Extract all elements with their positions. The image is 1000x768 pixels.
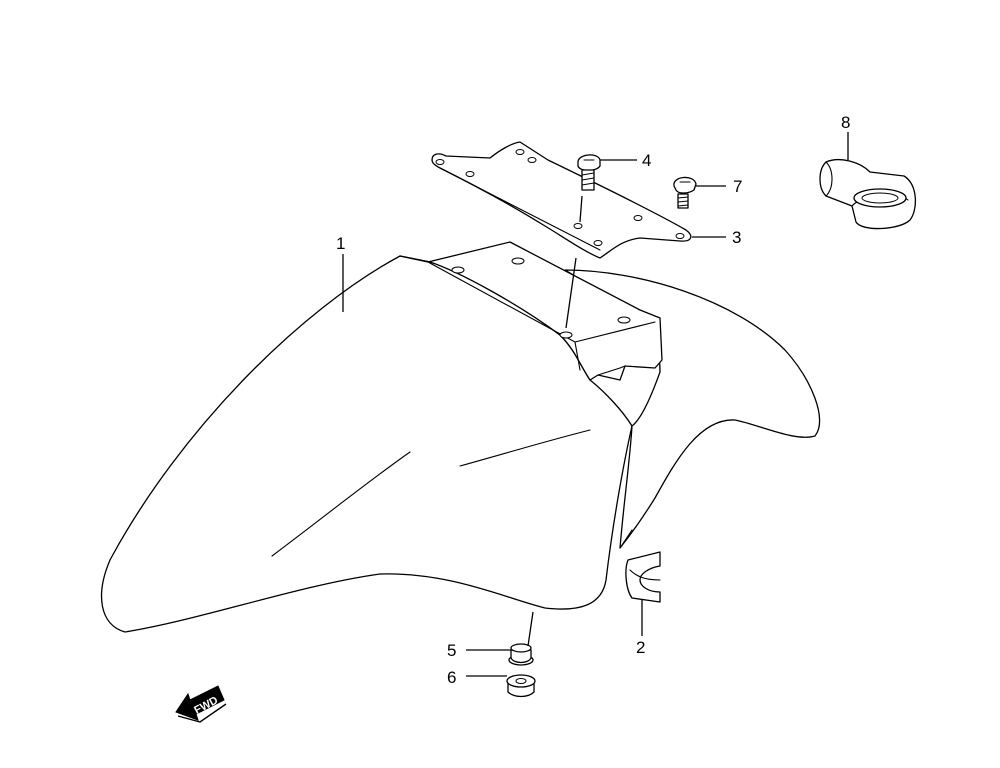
bolt-part-4 [577,154,601,191]
forward-arrow-icon: FWD [175,685,227,723]
callout-label-6: 6 [447,668,456,687]
callout-label-2: 2 [636,638,645,657]
assembly-line-4-3 [579,195,583,223]
leader-lines [342,132,849,677]
screw-part-7 [673,176,697,209]
front-fender-part [100,241,821,633]
callout-label-7: 7 [733,177,742,196]
callout-label-1: 1 [336,234,345,253]
callout-label-3: 3 [732,228,741,247]
assembly-line-3-1 [565,257,577,329]
callout-label-4: 4 [642,151,651,170]
bracket-plate-part [431,141,692,259]
clip-part-2 [625,551,661,603]
callout-label-5: 5 [447,641,456,660]
callout-label-8: 8 [841,113,850,132]
nut-part-5 [508,643,534,666]
hose-guide-part-8 [819,158,916,230]
nut-part-6 [506,674,536,698]
